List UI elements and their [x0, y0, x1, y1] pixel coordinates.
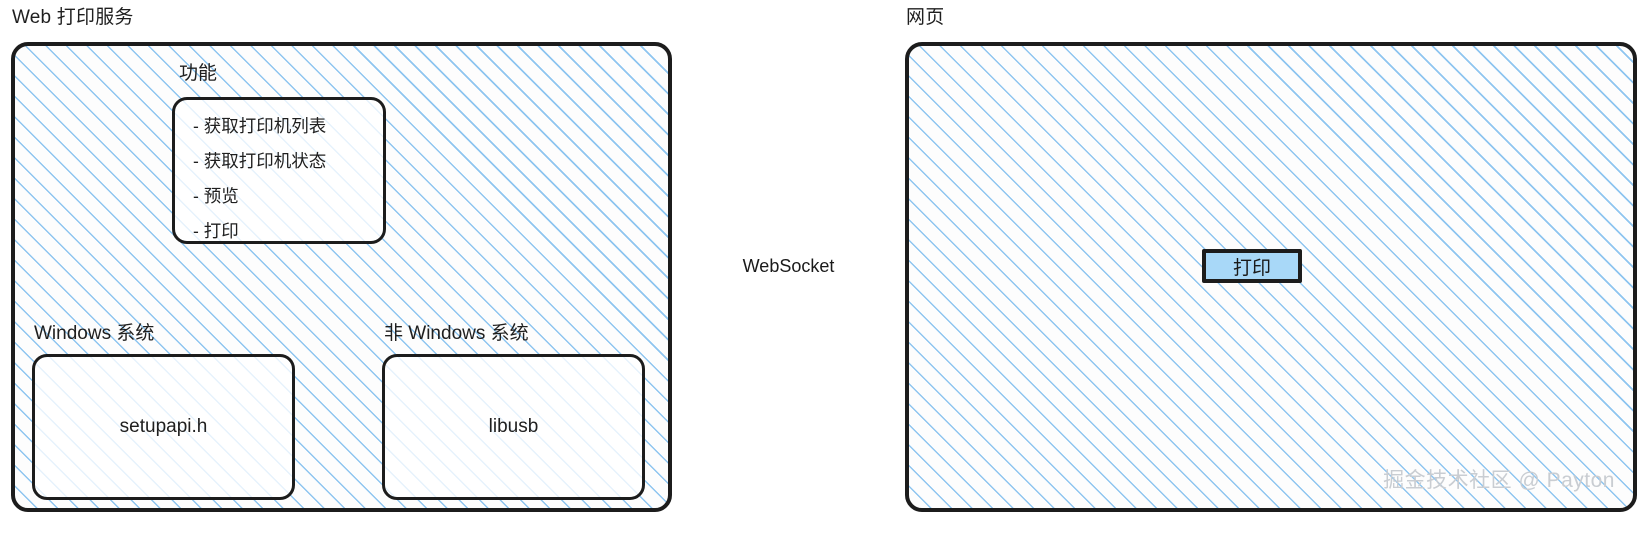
function-item: - 获取打印机状态 [193, 150, 327, 171]
function-item: - 预览 [193, 185, 239, 206]
watermark: 掘金技术社区 @ Payton [1383, 469, 1615, 492]
functions-list: - 获取打印机列表 - 获取打印机状态 - 预览 - 打印 [193, 109, 377, 249]
right-panel-label: 网页 [906, 7, 945, 28]
functions-box: - 获取打印机列表 - 获取打印机状态 - 预览 - 打印 [172, 97, 386, 244]
left-panel-label: Web 打印服务 [12, 7, 134, 28]
websocket-label: WebSocket [672, 257, 905, 275]
websocket-connector: WebSocket [672, 248, 905, 284]
windows-group-label: Windows 系统 [34, 323, 155, 344]
windows-platform-box: setupapi.h [32, 354, 295, 500]
non-windows-platform-content: libusb [488, 416, 539, 437]
non-windows-group-label: 非 Windows 系统 [384, 323, 529, 344]
non-windows-platform-box: libusb [382, 354, 645, 500]
webpage-panel: 打印 掘金技术社区 @ Payton [905, 42, 1637, 512]
windows-platform-content: setupapi.h [119, 416, 208, 437]
web-print-service-panel: 功能 - 获取打印机列表 - 获取打印机状态 - 预览 - 打印 Windows… [11, 42, 672, 512]
print-button[interactable]: 打印 [1202, 249, 1302, 283]
function-item: - 打印 [193, 220, 239, 241]
functions-group-label: 功能 [179, 63, 218, 84]
function-item: - 获取打印机列表 [193, 115, 327, 136]
